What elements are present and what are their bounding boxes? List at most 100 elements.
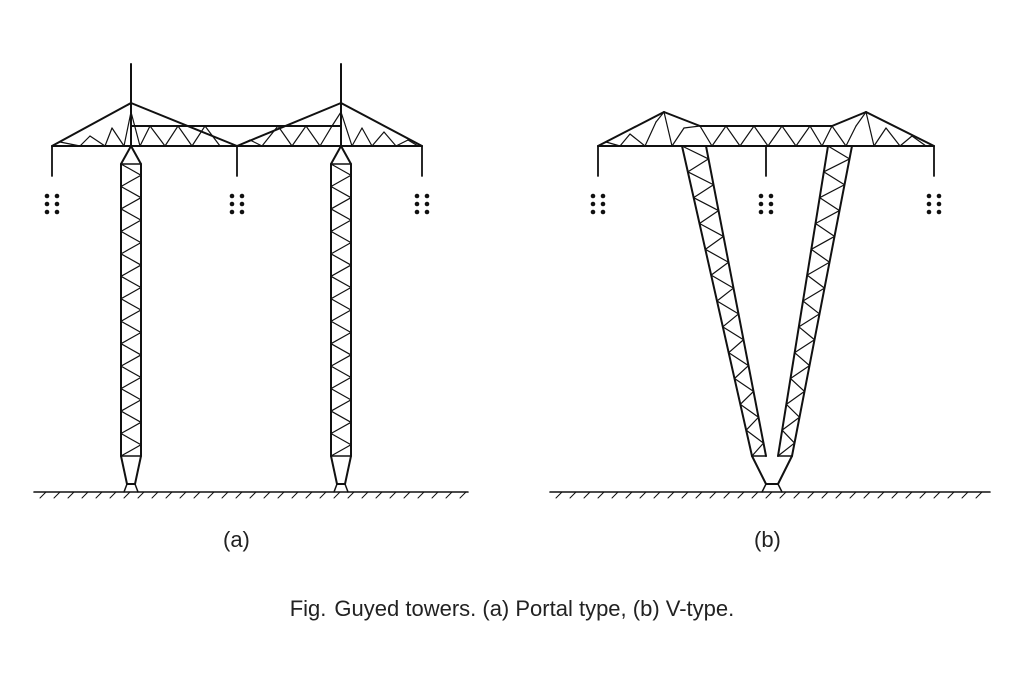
insulator-dot — [54, 193, 60, 199]
caption-prefix: Fig. — [289, 596, 327, 621]
lattice-brace — [277, 125, 293, 147]
insulator-dot — [44, 209, 50, 215]
ground-hatch — [445, 491, 453, 499]
lattice-brace — [704, 248, 730, 263]
insulator-dot — [414, 193, 420, 199]
lattice-brace — [819, 197, 841, 212]
lattice-brace — [249, 139, 263, 147]
lattice-brace — [794, 339, 816, 354]
lattice-brace — [330, 230, 352, 244]
lattice-brace — [693, 197, 720, 212]
lattice-brace — [120, 376, 142, 390]
lattice-brace — [798, 313, 821, 328]
lattice-brace — [331, 111, 342, 127]
ground-hatch — [947, 491, 955, 499]
insulator-dot — [590, 201, 596, 207]
ground-hatch — [389, 491, 397, 499]
ground-hatch — [709, 491, 717, 499]
crossarm-edge — [831, 111, 867, 127]
lattice-brace — [130, 111, 141, 147]
insulator-dot — [229, 193, 235, 199]
lattice-brace — [120, 388, 142, 401]
lattice-brace — [120, 163, 142, 176]
ground-hatch — [765, 491, 773, 499]
insulator-dot — [758, 209, 764, 215]
label-portal-type: (a) — [223, 527, 250, 552]
lattice-brace — [120, 444, 142, 457]
ground-hatch — [667, 491, 675, 499]
lattice-brace — [605, 141, 621, 147]
lattice-brace — [821, 125, 833, 147]
ground-hatch — [807, 491, 815, 499]
lattice-brace — [655, 111, 665, 123]
leg-taper — [751, 455, 767, 485]
lattice-brace — [139, 125, 151, 147]
leg-foot — [333, 483, 338, 493]
insulator-dot — [758, 193, 764, 199]
insulator-dot — [424, 209, 430, 215]
insulator-dot — [936, 193, 942, 199]
lattice-brace — [698, 222, 725, 238]
ground-hatch — [863, 491, 871, 499]
leg-foot — [761, 483, 767, 493]
lattice-brace — [330, 432, 352, 446]
ground-hatch — [625, 491, 633, 499]
lattice-brace — [753, 125, 769, 147]
lattice-brace — [120, 230, 142, 244]
ground-hatch — [39, 491, 47, 499]
ground-hatch — [905, 491, 913, 499]
lattice-brace — [827, 145, 851, 160]
lattice-brace — [739, 125, 755, 147]
lattice-brace — [733, 377, 755, 393]
lattice-brace — [79, 135, 91, 147]
lattice-brace — [687, 171, 715, 186]
leg-taper — [120, 455, 128, 485]
ground-hatch — [123, 491, 131, 499]
lattice-brace — [711, 125, 727, 147]
insulator-dot — [758, 201, 764, 207]
caption-text: Guyed towers. (a) Portal type, (b) V-typ… — [334, 596, 735, 621]
insulator-dot — [424, 201, 430, 207]
ground-hatch — [137, 491, 145, 499]
lattice-brace — [710, 261, 730, 276]
lattice-brace — [704, 235, 725, 250]
ground-hatch — [431, 491, 439, 499]
lattice-brace — [681, 145, 710, 160]
lattice-brace — [236, 139, 251, 147]
lattice-brace — [111, 127, 125, 147]
lattice-brace — [781, 429, 796, 444]
insulator-dot — [54, 209, 60, 215]
crossarm-edge — [865, 111, 935, 147]
leg-top — [120, 145, 132, 165]
ground-hatch — [821, 491, 829, 499]
lattice-brace — [789, 377, 806, 393]
lattice-brace — [120, 421, 142, 435]
lattice-brace — [802, 300, 821, 315]
lattice-brace — [120, 219, 142, 232]
leg-taper — [134, 455, 142, 485]
lattice-brace — [330, 343, 352, 356]
lattice-brace — [59, 141, 81, 147]
lattice-brace — [739, 403, 760, 418]
lattice-brace — [710, 274, 735, 289]
ground-hatch — [583, 491, 591, 499]
ground-hatch — [779, 491, 787, 499]
lattice-brace — [120, 275, 142, 289]
lattice-brace — [330, 354, 352, 367]
ground-hatch — [681, 491, 689, 499]
ground-hatch — [375, 491, 383, 499]
leg-foot — [344, 483, 349, 493]
figure-caption: Fig. Guyed towers. (a) Portal type, (b) V… — [0, 596, 1024, 622]
leg-foot — [134, 483, 139, 493]
lattice-brace — [911, 135, 927, 147]
lattice-brace — [330, 253, 352, 266]
ground-hatch — [81, 491, 89, 499]
lattice-brace — [120, 197, 142, 210]
lattice-brace — [371, 131, 385, 147]
ground-hatch — [403, 491, 411, 499]
ground-hatch — [235, 491, 243, 499]
leg-chord — [705, 145, 767, 457]
ground-hatch — [737, 491, 745, 499]
ground-hatch — [919, 491, 927, 499]
leg-top — [340, 145, 352, 165]
